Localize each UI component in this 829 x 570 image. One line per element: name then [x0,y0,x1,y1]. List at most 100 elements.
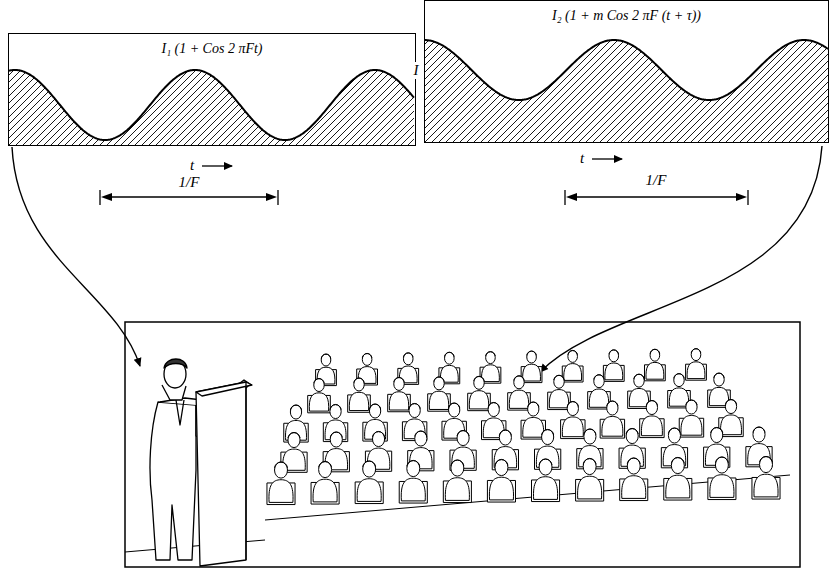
listener-hair [409,404,420,409]
listener-body [721,415,742,435]
listener-head [407,460,420,476]
listener-head [725,399,736,413]
listener-hair [362,354,372,358]
listener-hair [445,352,455,356]
listener-head [394,377,404,390]
listener-hair [528,402,539,407]
listener-head [319,461,332,477]
waveform-formula: I₁ (1 + Cos 2 πFt) [158,40,265,57]
listener-hair [354,378,364,383]
listener-head [674,374,684,387]
listener-hair [330,432,342,437]
listener-head [528,402,539,416]
listener-hair [609,350,619,354]
listener-hair [319,462,332,468]
listener-hair [403,353,413,357]
listener-head [275,462,288,478]
listener-head [646,400,657,414]
listener-hair [668,428,680,433]
listener-hair [646,401,657,406]
speaker-figure [150,359,252,566]
listener-head [583,458,596,474]
listener-body [509,390,528,408]
listener-head [415,431,427,446]
listener-hair [434,377,444,382]
listener-head [495,459,508,475]
listener-hair [650,349,660,353]
waveform-box: I₁ (1 + Cos 2 πFt) [8,33,416,146]
listener-body [622,476,646,499]
listener-head [486,352,496,364]
listener-head [288,432,300,447]
listener-hair [567,402,578,407]
listener-head [403,353,413,365]
listener-body [401,478,425,501]
listener-head [445,352,455,364]
listener-head [499,430,511,445]
listener-head [627,458,640,474]
listener-body [429,391,448,409]
listener-head [449,403,460,417]
wave-left-curve [9,70,414,140]
listener-body [269,480,293,503]
listener-hair [415,431,427,436]
listener-body [578,476,602,499]
listener-hair [584,429,596,434]
listener-body [309,393,328,411]
listener-head [488,402,499,416]
listener-hair [290,405,301,410]
listener-head [369,404,380,418]
listener-head [527,351,537,363]
listener-body [469,391,488,409]
period-label: 1/F [177,174,202,191]
listener-hair [542,430,554,435]
intensity-axis-label: I [412,62,421,79]
listener-head [686,400,697,414]
period-dimension [100,190,748,205]
listener-body [605,363,623,380]
listener-hair [330,405,341,410]
listener-hair [539,459,552,465]
listener-head [584,429,596,444]
listener-head [321,354,331,366]
listener-hair [321,354,331,358]
listener-head [314,378,324,391]
listener-hair [583,459,596,465]
listener-hair [568,351,578,355]
listener-body [357,479,381,502]
listener-head [539,459,552,475]
listener-head [609,350,619,362]
listener-head [634,374,644,387]
listener-body [666,475,690,498]
listener-head [594,375,604,388]
listener-head [409,403,420,417]
listener-body [589,389,608,407]
listener-hair [499,430,511,435]
scene-frame [125,322,800,567]
listener-head [711,427,723,442]
listener-hair [488,403,499,408]
listener-head [554,375,564,388]
listener-head [514,376,524,389]
leader-line [12,146,822,372]
listener-body [523,364,541,381]
listener-head [434,377,444,390]
listener-hair [594,375,604,380]
listener-hair [725,400,736,405]
listener-hair [457,431,469,436]
listener-head [760,456,773,472]
listener-head [626,428,638,443]
listener-head [714,373,724,386]
listener-hair [514,376,524,381]
listener-body [564,364,582,381]
listener-hair [686,400,697,405]
listener-hair [607,401,618,406]
listener-hair [369,404,380,409]
listener-hair [634,374,644,379]
waveform [9,40,828,145]
listener-body [754,474,778,497]
listener-hair [407,461,420,467]
listener-head [457,430,469,445]
listener-hair [495,460,508,466]
